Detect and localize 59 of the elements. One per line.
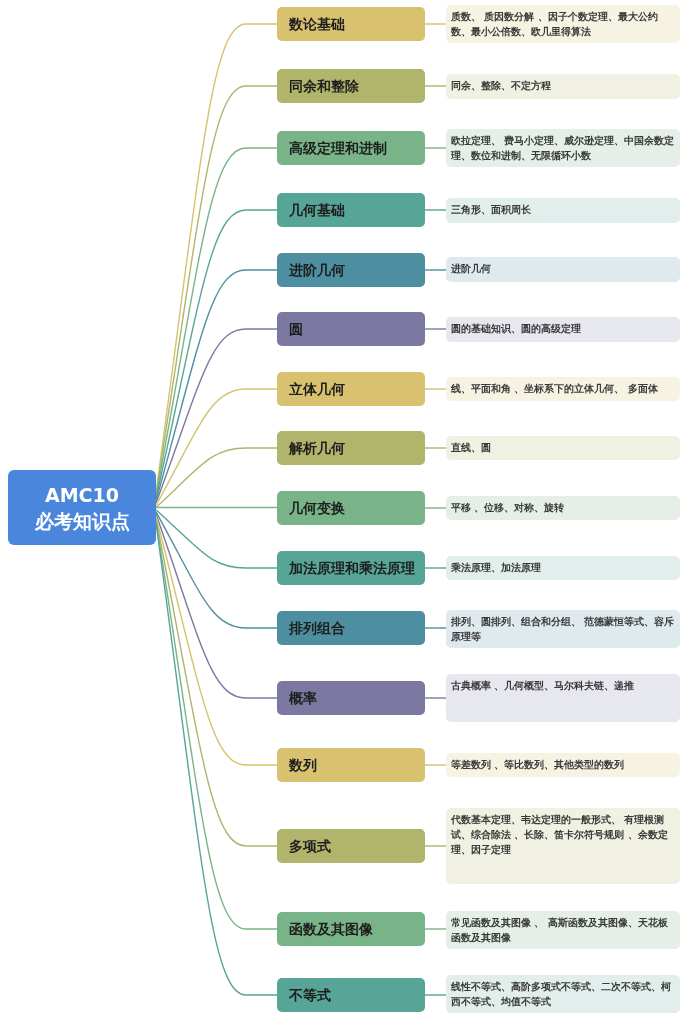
topic-box: 不等式 xyxy=(277,978,425,1012)
detail-box: 进阶几何 xyxy=(446,257,680,282)
connector-line xyxy=(155,511,278,629)
connector-line xyxy=(424,697,447,699)
topic-box: 数列 xyxy=(277,748,425,782)
connector-line xyxy=(155,328,278,504)
detail-box: 等差数列 、等比数列、其他类型的数列 xyxy=(446,753,680,777)
topic-box: 同余和整除 xyxy=(277,69,425,103)
topic-box: 几何基础 xyxy=(277,193,425,227)
topic-box: 函数及其图像 xyxy=(277,912,425,946)
topic-box: 数论基础 xyxy=(277,7,425,41)
topic-box: 加法原理和乘法原理 xyxy=(277,551,425,585)
connector-line xyxy=(424,764,447,766)
connector-line xyxy=(424,23,447,25)
detail-box: 同余、整除、不定方程 xyxy=(446,74,680,99)
connector-line xyxy=(424,209,447,211)
connector-line xyxy=(155,515,278,766)
connector-line xyxy=(424,269,447,271)
detail-box: 排列、圆排列、组合和分组、 范德蒙恒等式、容斥原理等 xyxy=(446,610,680,648)
connector-line xyxy=(155,517,278,847)
detail-box: 常见函数及其图像 、 高斯函数及其图像、天花板函数及其图像 xyxy=(446,911,680,949)
detail-box: 线性不等式、高阶多项式不等式、二次不等式、柯西不等式、均值不等式 xyxy=(446,975,680,1013)
connector-line xyxy=(155,509,278,569)
connector-line xyxy=(424,85,447,87)
connector-line xyxy=(424,994,447,996)
connector-line xyxy=(155,513,278,699)
connector-line xyxy=(424,388,447,390)
connector-line xyxy=(155,506,278,509)
topic-box: 解析几何 xyxy=(277,431,425,465)
connector-line xyxy=(424,627,447,629)
connector-line xyxy=(424,328,447,330)
topic-box: 高级定理和进制 xyxy=(277,131,425,165)
connector-line xyxy=(155,447,278,509)
connector-line xyxy=(155,269,278,502)
connector-line xyxy=(424,447,447,449)
topic-box: 排列组合 xyxy=(277,611,425,645)
connector-line xyxy=(424,507,447,509)
root-box: AMC10 必考知识点 xyxy=(8,470,156,545)
detail-box: 代数基本定理、韦达定理的一般形式、 有理根测试、综合除法 、长除、笛卡尔符号规则 、余数定理、因子定理 xyxy=(446,808,680,884)
connector-line xyxy=(424,567,447,569)
detail-box: 三角形、面积周长 xyxy=(446,198,680,223)
detail-box: 乘法原理、加法原理 xyxy=(446,556,680,580)
topic-box: 多项式 xyxy=(277,829,425,863)
detail-box: 圆的基础知识、圆的高级定理 xyxy=(446,317,680,342)
topic-box: 进阶几何 xyxy=(277,253,425,287)
connector-line xyxy=(424,845,447,847)
detail-box: 质数、 质因数分解 、因子个数定理、最大公约数、最小公倍数、欧几里得算法 xyxy=(446,5,680,43)
connector-line xyxy=(424,928,447,930)
detail-box: 线、平面和角 、坐标系下的立体几何、 多面体 xyxy=(446,377,680,401)
detail-box: 直线、圆 xyxy=(446,436,680,460)
topic-box: 几何变换 xyxy=(277,491,425,525)
detail-box: 平移 、位移、对称、旋转 xyxy=(446,496,680,520)
topic-box: 圆 xyxy=(277,312,425,346)
topic-box: 立体几何 xyxy=(277,372,425,406)
topic-box: 概率 xyxy=(277,681,425,715)
detail-box: 古典概率 、几何概型、马尔科夫链、递推 xyxy=(446,674,680,722)
connector-line xyxy=(424,147,447,149)
connector-line xyxy=(155,388,278,506)
detail-box: 欧拉定理、 费马小定理、威尔逊定理、中国余数定理、数位和进制、无限循环小数 xyxy=(446,129,680,167)
